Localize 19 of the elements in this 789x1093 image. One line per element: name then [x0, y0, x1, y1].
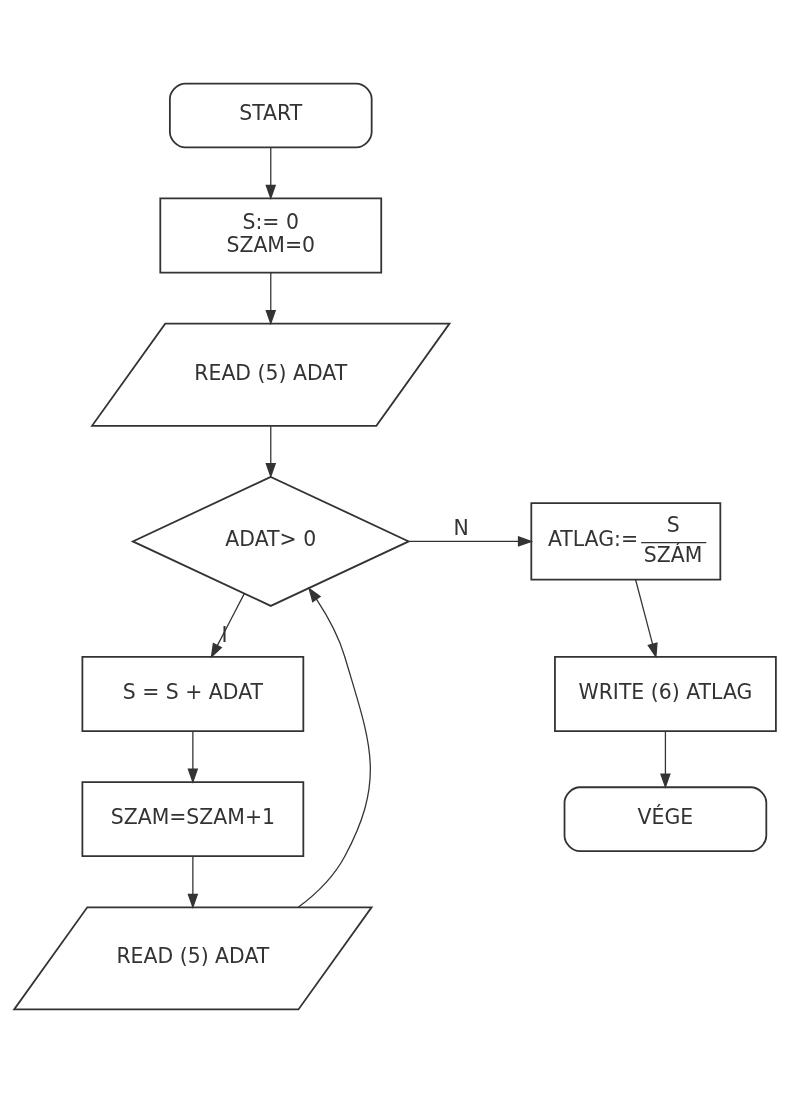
arrow: [264, 425, 276, 479]
edge-label: I: [221, 622, 228, 647]
node-box: S = S + ADAT: [81, 656, 304, 732]
arrow: [659, 730, 671, 789]
node-box: VÉGE: [563, 786, 767, 852]
arrow: [297, 586, 371, 908]
edge-label: N: [453, 515, 469, 540]
arrow: [407, 536, 533, 547]
node-box: START: [168, 82, 373, 149]
arrow: [187, 730, 198, 784]
node-diamond: ADAT> 0: [130, 475, 411, 607]
arrow: [634, 579, 658, 659]
arrow: [187, 855, 198, 909]
arrow: [264, 146, 276, 201]
arrow: [210, 593, 245, 659]
node-box: SZAM=SZAM+1: [81, 781, 304, 858]
node-box: WRITE (6) ATLAG: [553, 656, 777, 732]
arrow: [264, 272, 276, 326]
node-box: S:= 0 SZAM=0: [158, 197, 382, 274]
